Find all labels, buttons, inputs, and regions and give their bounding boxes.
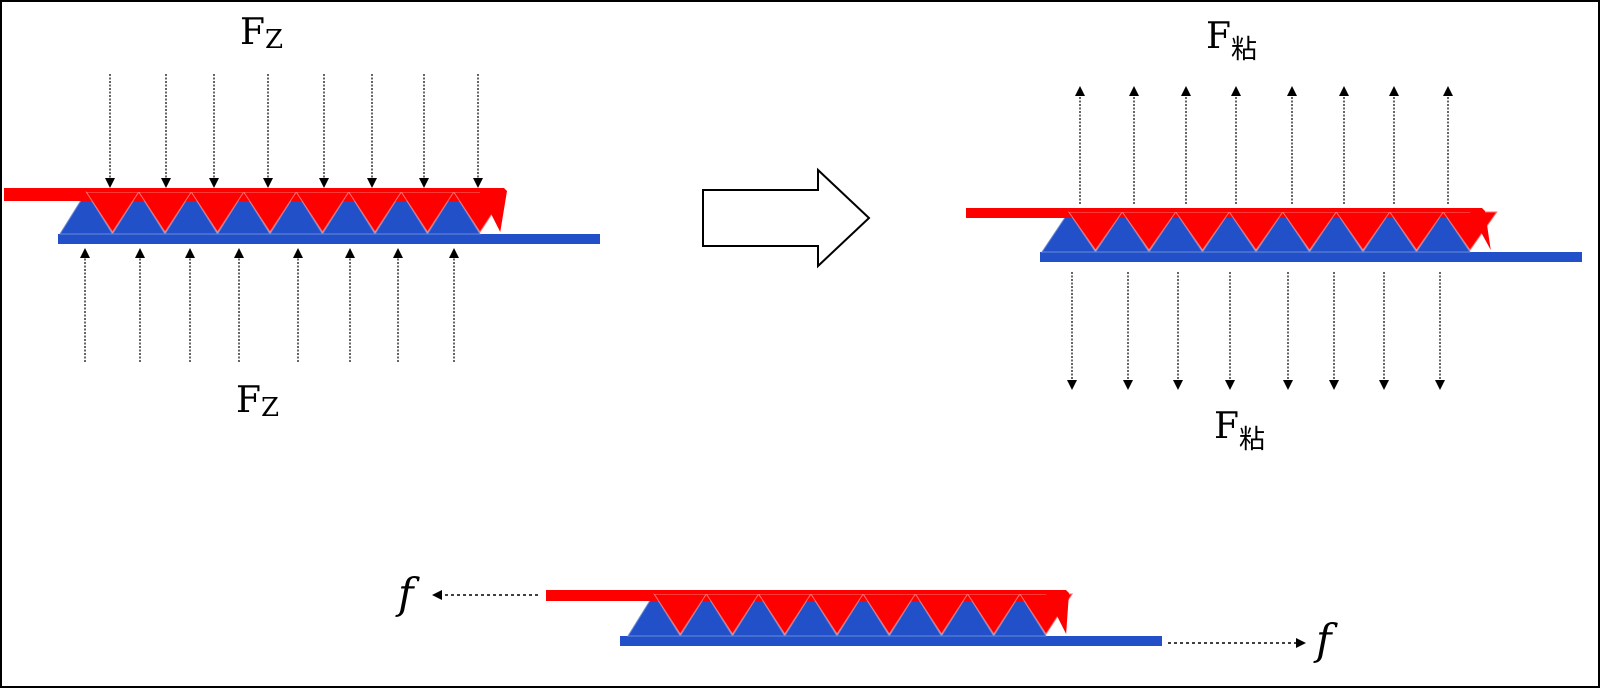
lower-member-bar xyxy=(58,234,600,244)
lower-tooth xyxy=(1094,211,1150,253)
friction-label-right: f xyxy=(1313,615,1338,664)
lower-tooth xyxy=(836,593,891,637)
adhesion-arrows-bottom xyxy=(1067,272,1445,390)
adhesion-label-top: F粘 xyxy=(1206,16,1257,65)
adhesion-panel: F粘 F粘 xyxy=(966,16,1582,455)
lower-tooth xyxy=(783,593,838,637)
friction-label-left: f xyxy=(395,569,420,618)
lower-member-bar xyxy=(620,636,1162,646)
adhesion-label-bottom: F粘 xyxy=(1214,406,1265,455)
lower-tooth xyxy=(1041,211,1097,253)
lower-tooth xyxy=(1201,211,1257,253)
lower-tooth xyxy=(679,593,734,637)
lower-tooth xyxy=(374,191,429,235)
lower-tooth xyxy=(164,191,219,235)
lower-tooth xyxy=(1308,211,1364,253)
lower-member-bar xyxy=(1040,252,1582,262)
fz-label-bottom: FZ xyxy=(236,380,279,423)
lower-tooth xyxy=(1255,211,1311,253)
compression-panel: FZ FZ xyxy=(4,12,600,423)
sliding-teeth-assembly xyxy=(546,590,1162,646)
lower-tooth xyxy=(111,191,166,235)
lower-tooth xyxy=(940,593,995,637)
compression-arrows-top xyxy=(105,74,483,188)
lower-tooth xyxy=(992,593,1047,637)
lower-tooth xyxy=(216,191,271,235)
lower-tooth xyxy=(321,191,376,235)
right-hollow-arrow-icon xyxy=(702,167,871,269)
compressed-teeth-assembly xyxy=(4,188,600,244)
compression-arrows-bottom xyxy=(80,248,459,362)
lower-tooth xyxy=(59,191,114,235)
friction-panel: f f xyxy=(395,569,1338,664)
lower-tooth xyxy=(1362,211,1418,253)
lower-tooth xyxy=(1148,211,1204,253)
lower-tooth xyxy=(269,191,324,235)
fz-label-top: FZ xyxy=(240,12,283,55)
lower-tooth xyxy=(888,593,943,637)
separated-teeth-assembly xyxy=(966,208,1582,262)
lower-tooth xyxy=(627,593,682,637)
lower-tooth xyxy=(426,191,481,235)
adhesion-arrows-top xyxy=(1075,86,1453,204)
lower-tooth xyxy=(1415,211,1471,253)
lower-tooth xyxy=(731,593,786,637)
